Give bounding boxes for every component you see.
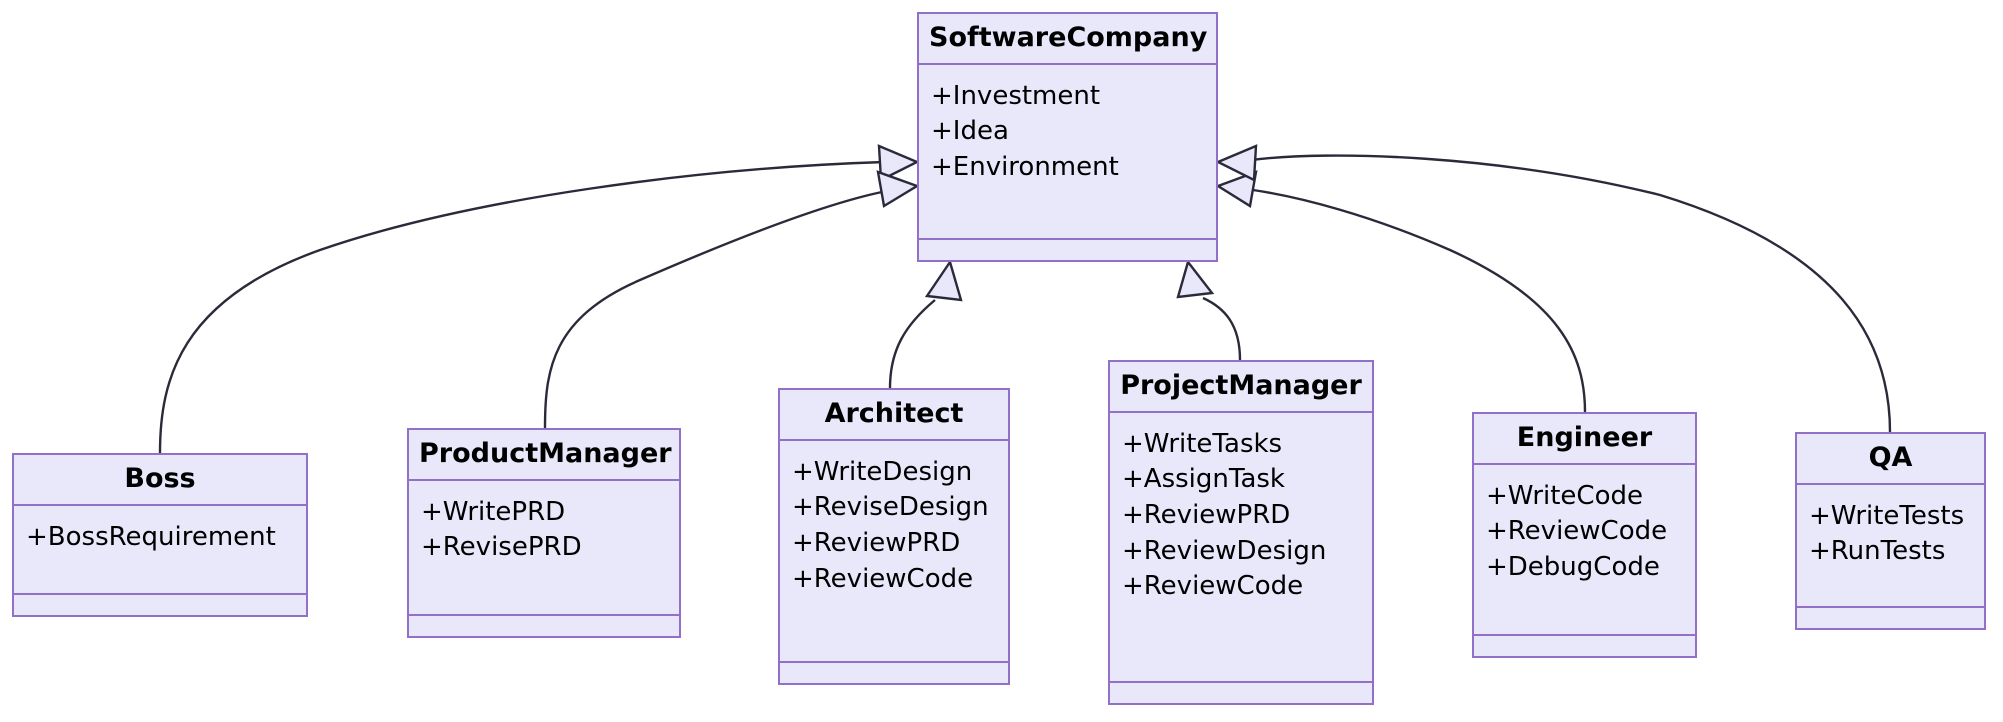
edge-boss-to-softwarecompany <box>158 160 885 454</box>
class-methods-software-company <box>919 240 1216 260</box>
class-attributes-boss: +BossRequirement <box>14 506 306 595</box>
class-methods-architect <box>780 663 1008 683</box>
class-methods-engineer <box>1474 636 1695 656</box>
attribute-row: +ReviewPRD <box>1122 499 1291 530</box>
attribute-row: +BossRequirement <box>26 521 276 552</box>
class-methods-product-manager <box>409 616 679 636</box>
attribute-row: +RunTests <box>1809 536 1946 567</box>
class-box-architect[interactable]: Architect +WriteDesign +ReviseDesign +Re… <box>778 388 1010 685</box>
class-title-project-manager: ProjectManager <box>1110 362 1372 413</box>
class-box-engineer[interactable]: Engineer +WriteCode +ReviewCode +DebugCo… <box>1472 412 1697 658</box>
attribute-row: +AssignTask <box>1122 464 1285 495</box>
arrowhead-projectmanager <box>1176 259 1215 299</box>
class-methods-boss <box>14 595 306 615</box>
attribute-row: +ReviewPRD <box>792 527 961 558</box>
attribute-row: +WriteTasks <box>1122 428 1283 459</box>
class-attributes-architect: +WriteDesign +ReviseDesign +ReviewPRD +R… <box>780 441 1008 663</box>
class-box-software-company[interactable]: SoftwareCompany +Investment +Idea +Envir… <box>917 12 1218 262</box>
attribute-row: +WriteTests <box>1809 500 1965 531</box>
attribute-row: +ReviewDesign <box>1122 535 1327 566</box>
class-box-qa[interactable]: QA +WriteTests +RunTests <box>1795 432 1986 630</box>
class-title-qa: QA <box>1797 434 1984 485</box>
class-title-software-company: SoftwareCompany <box>919 14 1216 65</box>
attribute-row: +ReviseDesign <box>792 492 989 523</box>
attribute-row: +DebugCode <box>1486 551 1660 582</box>
class-methods-qa <box>1797 608 1984 628</box>
class-attributes-software-company: +Investment +Idea +Environment <box>919 65 1216 240</box>
attribute-row: +ReviewCode <box>1486 516 1668 547</box>
edge-architect-to-softwarecompany <box>888 299 936 389</box>
attribute-row: +Environment <box>931 151 1119 182</box>
arrowhead-qa <box>1215 144 1258 182</box>
class-attributes-qa: +WriteTests +RunTests <box>1797 485 1984 608</box>
class-attributes-project-manager: +WriteTasks +AssignTask +ReviewPRD +Revi… <box>1110 413 1372 683</box>
arrowhead-boss <box>877 144 920 182</box>
arrowhead-architect <box>924 259 963 302</box>
attribute-row: +WriteDesign <box>792 456 973 487</box>
class-box-project-manager[interactable]: ProjectManager +WriteTasks +AssignTask +… <box>1108 360 1374 705</box>
arrowhead-productmanager <box>876 170 920 208</box>
edge-projectmanager-to-softwarecompany <box>1202 296 1242 361</box>
class-title-engineer: Engineer <box>1474 414 1695 465</box>
arrowhead-engineer <box>1215 170 1258 208</box>
class-box-product-manager[interactable]: ProductManager +WritePRD +RevisePRD <box>407 428 681 638</box>
class-attributes-product-manager: +WritePRD +RevisePRD <box>409 481 679 616</box>
class-attributes-engineer: +WriteCode +ReviewCode +DebugCode <box>1474 465 1695 636</box>
attribute-row: +WritePRD <box>421 496 566 527</box>
attribute-row: +Idea <box>931 116 1009 147</box>
class-title-boss: Boss <box>14 455 306 506</box>
attribute-row: +WriteCode <box>1486 480 1643 511</box>
class-title-architect: Architect <box>780 390 1008 441</box>
attribute-row: +RevisePRD <box>421 532 582 563</box>
class-title-product-manager: ProductManager <box>409 430 679 481</box>
attribute-row: +ReviewCode <box>1122 571 1304 602</box>
class-box-boss[interactable]: Boss +BossRequirement <box>12 453 308 617</box>
attribute-row: +Investment <box>931 80 1101 111</box>
attribute-row: +ReviewCode <box>792 563 974 594</box>
class-methods-project-manager <box>1110 683 1372 703</box>
